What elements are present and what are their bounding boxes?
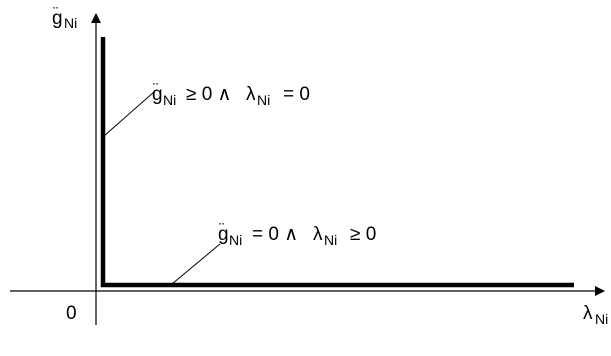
hb-g-accent: ¨	[219, 221, 224, 238]
vb-lambda-sub: Ni	[257, 92, 270, 108]
hb-lambda-sub: Ni	[324, 232, 337, 248]
hb-op2: ≥ 0	[350, 224, 376, 245]
hb-g: g	[218, 224, 229, 245]
vertical-branch-leader	[103, 91, 155, 137]
horizontal-branch-label: g ¨ Ni = 0 ∧ λ Ni ≥ 0	[218, 221, 376, 248]
y-label-sub: Ni	[64, 15, 77, 31]
x-axis-label: λ Ni	[583, 303, 608, 327]
hb-g-sub: Ni	[229, 232, 242, 248]
hb-op1: = 0 ∧	[252, 224, 298, 245]
vb-op2: = 0	[283, 84, 310, 105]
horizontal-branch-leader	[171, 243, 221, 285]
vb-lambda: λ	[246, 84, 256, 105]
vb-op1: ≥ 0 ∧	[186, 84, 231, 105]
y-label-g: g	[52, 8, 63, 29]
vb-g-sub: Ni	[163, 92, 176, 108]
vb-g-accent: ¨	[153, 81, 158, 98]
y-label-accent: ¨	[53, 5, 58, 22]
vertical-branch-label: g ¨ Ni ≥ 0 ∧ λ Ni = 0	[152, 81, 310, 108]
y-axis-label: g ¨ Ni	[52, 5, 77, 31]
x-label-lambda: λ	[583, 303, 593, 324]
vb-g: g	[152, 84, 163, 105]
hb-lambda: λ	[313, 224, 323, 245]
x-label-sub: Ni	[595, 311, 608, 327]
origin-label: 0	[66, 303, 77, 324]
